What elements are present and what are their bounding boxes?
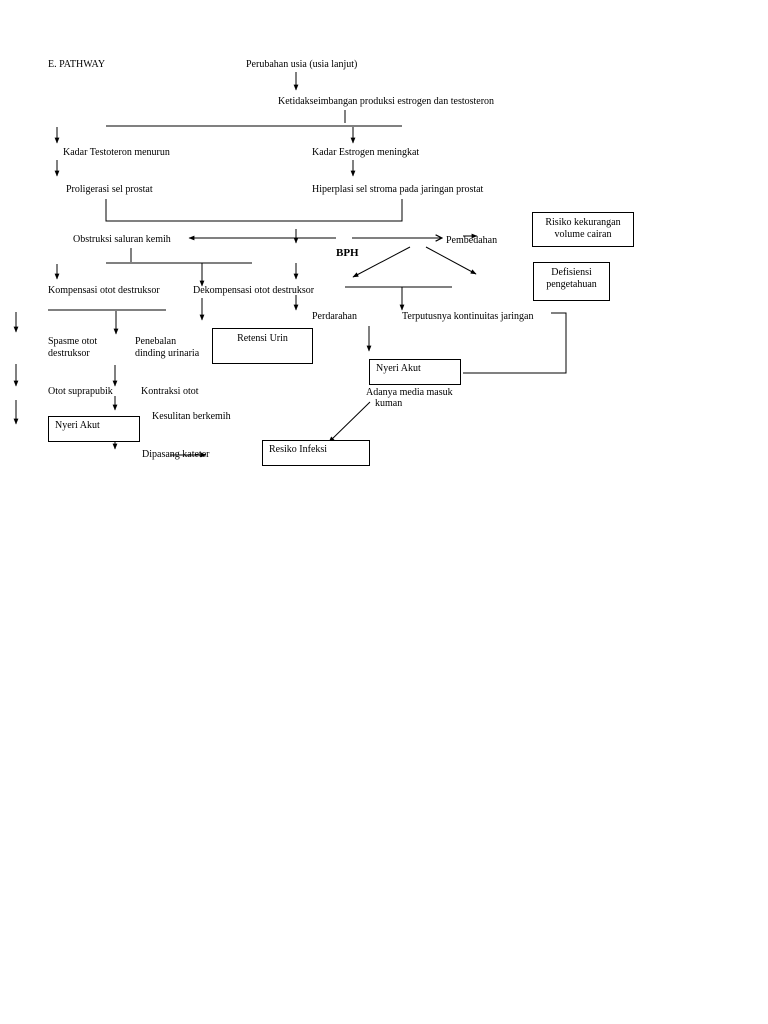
node-kadar-estrogen: Kadar Estrogen meningkat	[312, 147, 420, 158]
join-bracket	[105, 199, 403, 222]
node-perubahan-usia: Perubahan usia (usia lanjut)	[246, 59, 358, 70]
box-defisiensi: Defisiensi pengetahuan	[533, 262, 610, 301]
node-penebalan-line1: Penebalan	[135, 336, 177, 347]
arrow-bph-right	[425, 246, 477, 275]
node-nyeri-akut-left: Nyeri Akut	[55, 420, 100, 431]
node-defisiensi: Defisiensi pengetahuan	[546, 267, 597, 290]
node-spasme-line2: destruksor	[48, 348, 90, 359]
node-kontraksi: Kontraksi otot	[141, 386, 199, 397]
box-risiko-kekurangan: Risiko kekurangan volume cairan	[532, 212, 634, 247]
node-risiko-kekurangan: Risiko kekurangan volume cairan	[545, 217, 621, 240]
box-nyeri-akut-left: Nyeri Akut	[48, 416, 140, 442]
bracket-terputusnya-nyeri	[463, 312, 567, 374]
node-proligerasi: Proligerasi sel prostat	[66, 184, 153, 195]
node-terputusnya: Terputusnya kontinuitas jaringan	[402, 311, 534, 322]
node-kadar-testoteron: Kadar Testoteron menurun	[63, 147, 170, 158]
node-retensi: Retensi Urin	[237, 333, 288, 344]
node-dekompensasi: Dekompensasi otot destruksor	[193, 285, 315, 296]
arrow-bph-left	[352, 246, 411, 278]
node-adanya-media-line1: Adanya media masuk	[366, 387, 453, 398]
node-pembedahan: Pembedahan	[446, 235, 498, 246]
node-ketidakseimbangan: Ketidakseimbangan produksi estrogen dan …	[278, 96, 495, 107]
page-title: E. PATHWAY	[48, 59, 106, 70]
node-nyeri-akut-right: Nyeri Akut	[376, 363, 421, 374]
node-resiko-infeksi: Resiko Infeksi	[269, 444, 328, 455]
node-bph: BPH	[336, 247, 359, 259]
node-hiperplasi: Hiperplasi sel stroma pada jaringan pros…	[312, 184, 484, 195]
node-kompensasi: Kompensasi otot destruksor	[48, 285, 160, 296]
node-adanya-media-line2: kuman	[375, 398, 403, 409]
node-perdarahan: Perdarahan	[312, 311, 357, 322]
box-retensi: Retensi Urin	[212, 328, 313, 364]
box-nyeri-akut-right: Nyeri Akut	[369, 359, 461, 385]
box-resiko-infeksi: Resiko Infeksi	[262, 440, 370, 466]
node-otot-suprapubik: Otot suprapubik	[48, 386, 113, 397]
node-obstruksi: Obstruksi saluran kemih	[73, 234, 171, 245]
node-spasme-line1: Spasme otot	[48, 336, 98, 347]
node-kesulitan: Kesulitan berkemih	[152, 411, 231, 422]
node-dipasang: Dipasang kateter	[142, 449, 210, 460]
arrow-kuman-to-infeksi	[328, 401, 371, 443]
node-penebalan-line2: dinding urinaria	[135, 348, 200, 359]
